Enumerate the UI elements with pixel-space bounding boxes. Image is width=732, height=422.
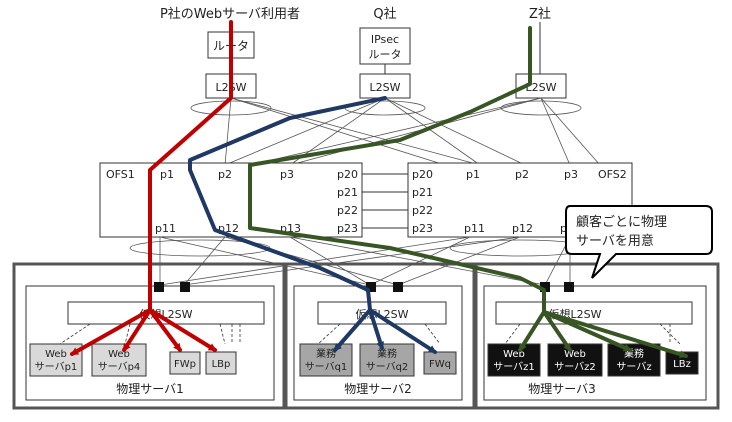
- callout-line2: サーバを用意: [576, 233, 654, 249]
- path-q-to-q2: [368, 308, 385, 350]
- path-z-to-z1: [518, 310, 546, 352]
- physical-server-2: 仮想L2SW 物理サーバ2: [284, 262, 476, 410]
- path-z-to-z2: [542, 310, 572, 352]
- vm-web-p4-l2: サーバp4: [98, 361, 141, 373]
- ofs2-port-p1: p1: [466, 168, 480, 181]
- ofs2-port-p21: p21: [412, 186, 433, 199]
- q-router-label-2: ルータ: [369, 48, 402, 61]
- l2sw-q: L2SW: [359, 73, 411, 99]
- path-p-to-p1: [70, 308, 152, 356]
- vm-lbp: LBp: [205, 351, 237, 375]
- vm-lbz: LBz: [665, 351, 699, 375]
- vm-lbz-label: LBz: [673, 359, 691, 370]
- path-p: [148, 20, 233, 312]
- vm-biz-q1-l1: 業務: [316, 347, 336, 360]
- traffic-paths: [70, 20, 688, 359]
- path-q: [188, 96, 387, 312]
- ofs2-port-p2: p2: [515, 168, 529, 181]
- ofs1-port-p21: p21: [337, 186, 358, 199]
- inter-switch-links: [362, 173, 408, 229]
- server1-title: 物理サーバ1: [116, 382, 184, 396]
- ofs1-port-p1: p1: [160, 168, 174, 181]
- z-user-label: Z社: [529, 6, 551, 22]
- callout-line1: 顧客ごとに物理: [576, 214, 667, 230]
- path-q-to-q1: [333, 308, 372, 352]
- ofs1-port-p11: p11: [155, 222, 176, 235]
- path-p-to-p4: [122, 308, 152, 352]
- ofs2-port-p11: p11: [464, 222, 485, 235]
- server3-title: 物理サーバ3: [528, 382, 596, 396]
- vm-web-z1: Web サーバz1: [487, 343, 541, 377]
- vm-web-p4: Web サーバp4: [91, 343, 147, 377]
- ofs2-port-p20: p20: [412, 168, 433, 181]
- vm-web-p1-l1: Web: [45, 349, 67, 360]
- ofs2-port-p12: p12: [512, 222, 533, 235]
- vm-web-p1: Web サーバp1: [29, 343, 83, 377]
- path-q-to-fwq: [368, 308, 437, 354]
- q-user-label: Q社: [373, 6, 396, 22]
- ofs2-port-p23: p23: [412, 222, 433, 235]
- vm-fwq: FWq: [423, 351, 457, 375]
- vm-fwq-label: FWq: [429, 359, 451, 370]
- vm-web-z2-l2: サーバz2: [554, 361, 596, 373]
- vm-biz-z-l2: サーバz: [616, 361, 651, 373]
- path-z: [248, 26, 546, 314]
- ofs2-port-p22: p22: [412, 204, 433, 217]
- vm-web-z1-l2: サーバz1: [493, 361, 535, 373]
- path-z-to-lbz: [542, 310, 688, 359]
- vm-links: [59, 323, 681, 345]
- path-p-to-lbp: [148, 308, 217, 352]
- vm-biz-q1: 業務 サーバq1: [299, 343, 353, 377]
- q-router-label-1: IPsec: [371, 33, 399, 46]
- ofs2-port-p3: p3: [564, 168, 578, 181]
- vm-lbp-label: LBp: [212, 359, 231, 370]
- ofs1-label: OFS1: [106, 168, 135, 181]
- vm-fwp-label: FWp: [174, 359, 196, 370]
- ofs1-port-p2: p2: [218, 168, 232, 181]
- p-user-label: P社のWebサーバ利用者: [160, 6, 300, 22]
- path-p-to-fwp: [148, 308, 182, 352]
- ofs1-port-p20: p20: [337, 168, 358, 181]
- vm-biz-q2: 業務 サーバq2: [359, 343, 415, 377]
- vm-web-z2-l1: Web: [564, 349, 586, 360]
- ofs1-port-p23: p23: [337, 222, 358, 235]
- vm-biz-q1-l2: サーバq1: [305, 361, 348, 373]
- vm-web-p4-l1: Web: [108, 349, 130, 360]
- vm-biz-q2-l2: サーバq2: [366, 361, 409, 373]
- l2sw-q-label: L2SW: [370, 81, 401, 94]
- vm-biz-z: 業務 サーバz: [607, 343, 661, 377]
- l2sw-z-label: L2SW: [526, 81, 557, 94]
- physical-server-3: 仮想L2SW 物理サーバ3: [474, 262, 720, 410]
- vm-biz-q2-l1: 業務: [377, 347, 397, 360]
- server2-title: 物理サーバ2: [344, 382, 412, 396]
- q-router: IPsec ルータ: [359, 27, 411, 65]
- vm-web-z2: Web サーバz2: [547, 343, 603, 377]
- ofs1-port-p22: p22: [337, 204, 358, 217]
- ofs1: OFS1 p1 p2 p3 p20 p21 p22 p23 p11 p12 p1…: [99, 162, 363, 238]
- ofs1-port-p3: p3: [280, 168, 294, 181]
- vm-web-z1-l1: Web: [503, 349, 525, 360]
- callout: 顧客ごとに物理 サーバを用意: [565, 205, 713, 279]
- vm-fwp: FWp: [169, 351, 201, 375]
- vm-web-p1-l2: サーバp1: [35, 361, 78, 373]
- ofs2-label: OFS2: [598, 168, 627, 181]
